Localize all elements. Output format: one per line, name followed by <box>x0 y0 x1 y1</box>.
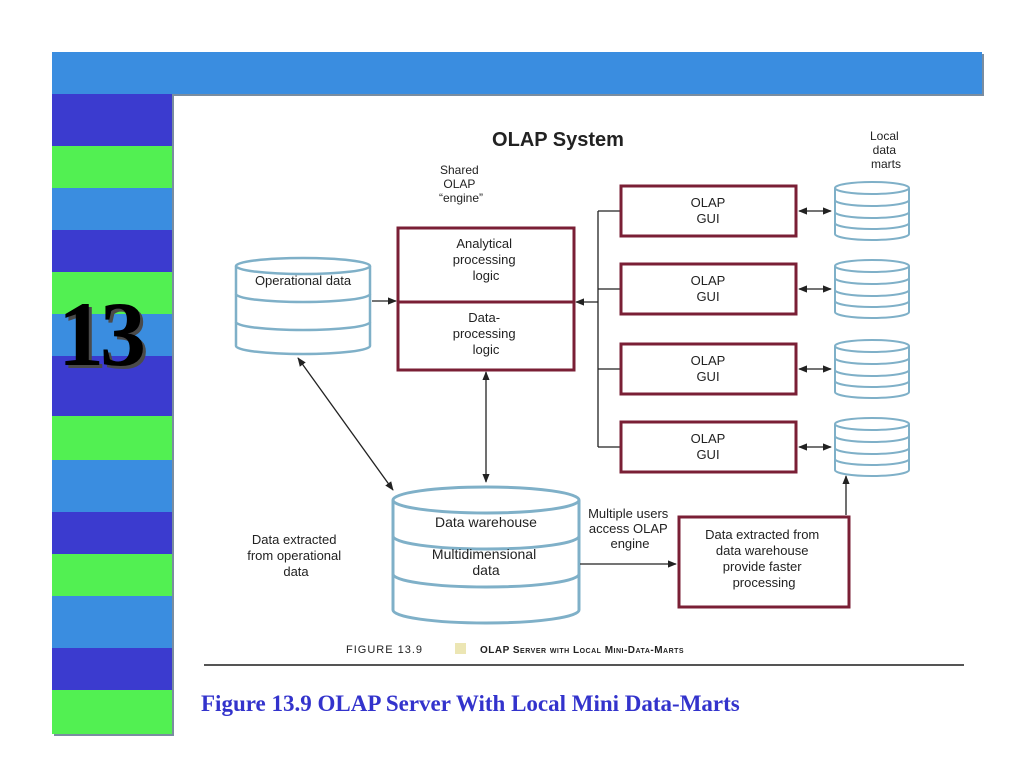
multidimensional-data-label: Multidimensional data <box>432 546 540 578</box>
extracted-warehouse-box: Data extracted from data warehouse provi… <box>677 515 851 609</box>
stripe <box>52 356 172 416</box>
stripe <box>52 314 172 356</box>
local-data-mart-db <box>834 259 910 319</box>
stripe <box>52 554 172 596</box>
stripe <box>52 512 172 554</box>
figure-title: OLAP Server with Local Mini-Data-Marts <box>480 645 684 656</box>
figure-panel: OLAP System Shared OLAP “engine” Local d… <box>176 96 976 666</box>
engine-analytical-text: Analytical processing logic <box>453 236 520 283</box>
stripe <box>52 146 172 188</box>
local-data-mart-db <box>834 339 910 399</box>
title-bar <box>52 52 982 94</box>
stripe <box>52 416 172 460</box>
gui-mart-arrow <box>798 207 832 451</box>
stripe <box>52 648 172 690</box>
operational-warehouse-arrow <box>297 357 394 491</box>
data-warehouse-label: Data warehouse <box>435 514 537 530</box>
extracted-operational-label: Data extracted from operational data <box>247 532 345 579</box>
engine-label: Shared OLAP “engine” <box>439 163 483 205</box>
operational-data-db <box>234 256 372 356</box>
stripe <box>52 94 172 146</box>
diagram-title: OLAP System <box>492 129 624 151</box>
stripe <box>52 596 172 648</box>
svg-text:Data extracted from data: Data extracted from data warehouse provi… <box>705 527 823 590</box>
engine-data-processing-text: Data- processing logic <box>453 310 520 357</box>
operational-data-label: Operational data <box>255 273 352 288</box>
figure-number: FIGURE 13.9 <box>346 644 423 656</box>
stripe <box>52 188 172 230</box>
stripe <box>52 460 172 512</box>
stripe <box>52 230 172 272</box>
figure-caption: Figure 13.9 OLAP Server With Local Mini … <box>201 691 740 716</box>
olap-diagram: OLAP System Shared OLAP “engine” Local d… <box>204 129 964 666</box>
stripe <box>52 690 172 734</box>
stripe <box>52 272 172 314</box>
gui-connector <box>575 210 621 448</box>
data-warehouse-db <box>391 485 581 625</box>
local-marts-label: Local data marts <box>870 129 902 171</box>
figure-label-square <box>455 643 466 654</box>
local-data-mart-db <box>834 181 910 241</box>
multiple-users-label: Multiple users access OLAP engine <box>588 506 672 551</box>
local-data-mart-db <box>834 417 910 477</box>
side-stripe-column <box>52 94 172 734</box>
chapter-number: 13 <box>58 283 146 385</box>
olap-engine-box: Analytical processing logic Data- proces… <box>396 226 576 372</box>
